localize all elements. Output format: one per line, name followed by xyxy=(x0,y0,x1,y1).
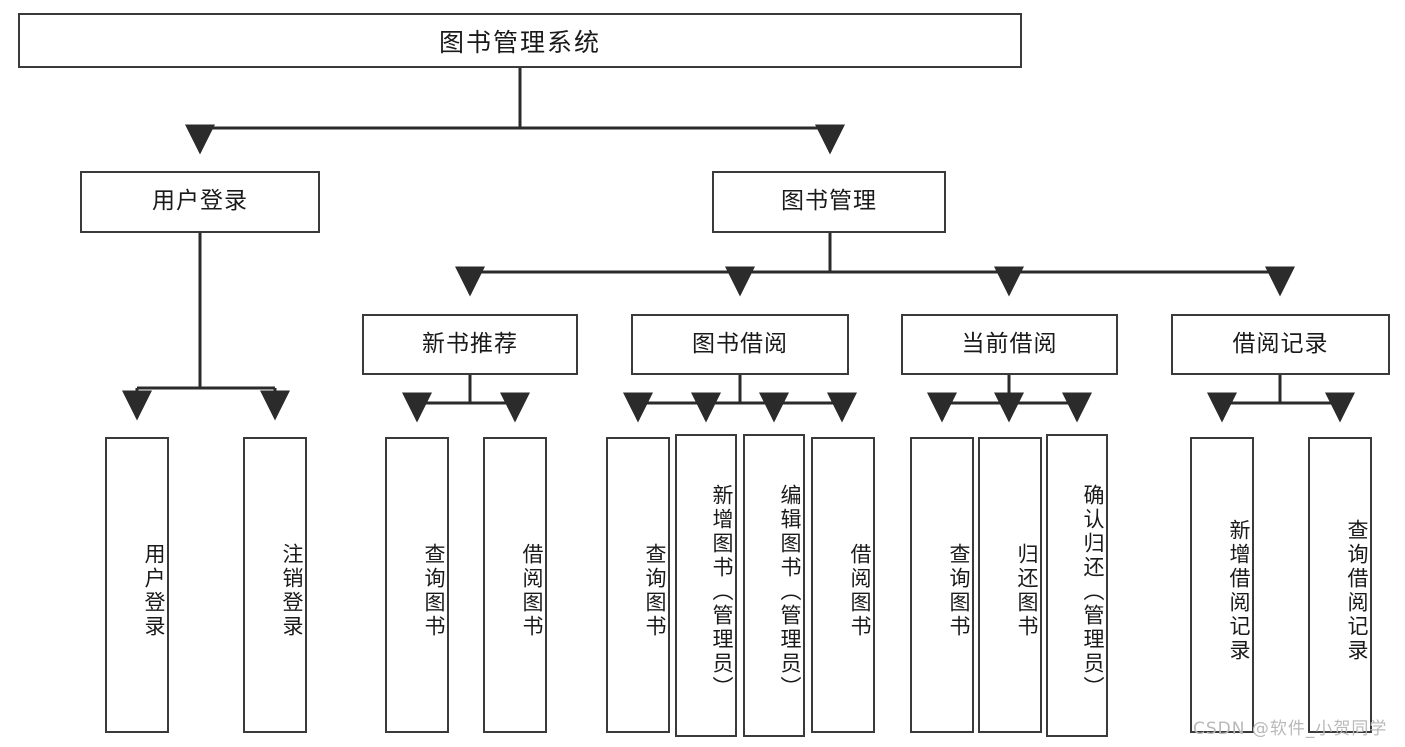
leaf-book-borrow-query[interactable]: 查询图书 xyxy=(606,437,670,733)
leaf-user-login-logout[interactable]: 注销登录 xyxy=(243,437,307,733)
node-new-book-recommend[interactable]: 新书推荐 xyxy=(362,314,578,375)
leaf-book-borrow-add-admin[interactable]: 新增图书（管理员） xyxy=(675,434,737,737)
node-user-login[interactable]: 用户登录 xyxy=(80,171,320,233)
csdn-watermark: CSDN @软件_小贺同学 xyxy=(1193,719,1388,739)
leaf-new-book-query[interactable]: 查询图书 xyxy=(385,437,449,733)
leaf-book-borrow-borrow[interactable]: 借阅图书 xyxy=(811,437,875,733)
node-current-borrow[interactable]: 当前借阅 xyxy=(901,314,1118,375)
node-book-borrow[interactable]: 图书借阅 xyxy=(631,314,849,375)
leaf-current-borrow-return[interactable]: 归还图书 xyxy=(978,437,1042,733)
node-borrow-record[interactable]: 借阅记录 xyxy=(1171,314,1390,375)
leaf-current-borrow-confirm-admin[interactable]: 确认归还（管理员） xyxy=(1046,434,1108,737)
leaf-borrow-record-query[interactable]: 查询借阅记录 xyxy=(1308,437,1372,733)
leaf-user-login-login[interactable]: 用户登录 xyxy=(105,437,169,733)
leaf-new-book-borrow[interactable]: 借阅图书 xyxy=(483,437,547,733)
leaf-book-borrow-edit-admin[interactable]: 编辑图书（管理员） xyxy=(743,434,805,737)
leaf-current-borrow-query[interactable]: 查询图书 xyxy=(910,437,974,733)
leaf-borrow-record-add[interactable]: 新增借阅记录 xyxy=(1190,437,1254,733)
node-root-system[interactable]: 图书管理系统 xyxy=(18,13,1022,68)
node-book-management[interactable]: 图书管理 xyxy=(712,171,946,233)
